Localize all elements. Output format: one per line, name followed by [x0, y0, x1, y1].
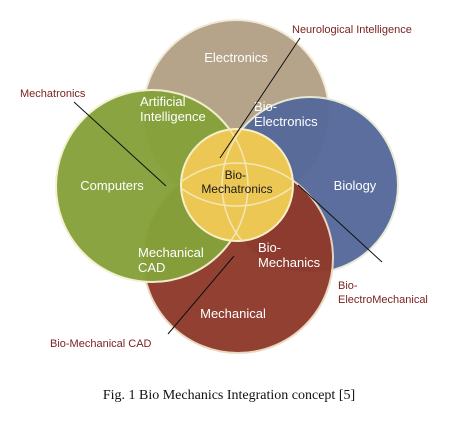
center-overlap-rings: [181, 129, 293, 241]
computers-label: Computers: [80, 178, 144, 193]
mechanical-label: Mechanical: [200, 306, 266, 321]
bio-electronics-label: Bio- Electronics: [254, 99, 318, 129]
figure-caption: Fig. 1 Bio Mechanics Integration concept…: [102, 388, 356, 403]
venn-diagram: Electronics Biology Mechanical Computers…: [20, 19, 428, 354]
bio-electromechanical-leader: [297, 184, 383, 263]
bio-electromechanical-callout: Bio- ElectroMechanical: [338, 280, 428, 306]
neurological-intelligence-leader: [219, 37, 301, 159]
mechatronics-leader: [73, 101, 167, 187]
center-circle: [180, 128, 294, 242]
mechatronics-callout: Mechatronics: [20, 88, 86, 100]
mechanical-cad-label: Mechanical CAD: [138, 245, 207, 275]
bio-mechanics-label: Bio- Mechanics: [258, 240, 321, 270]
bio-mechanical-cad-callout: Bio-Mechanical CAD: [50, 338, 152, 350]
bio-mechanical-cad-leader: [167, 255, 235, 335]
bio-mechatronics-label: Bio- Mechatronics: [201, 168, 272, 196]
biology-label: Biology: [334, 178, 377, 193]
electronics-label: Electronics: [204, 50, 268, 65]
neurological-intelligence-callout: Neurological Intelligence: [292, 24, 412, 36]
artificial-intelligence-label: Artificial Intelligence: [140, 94, 206, 124]
